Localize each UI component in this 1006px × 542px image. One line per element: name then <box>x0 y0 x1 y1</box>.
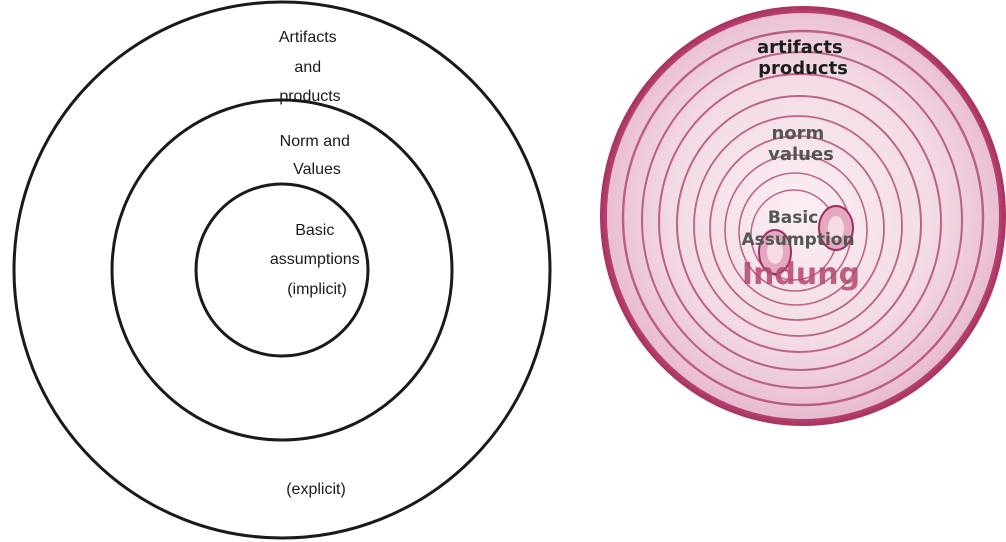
onion-flesh <box>607 13 999 419</box>
inner-ring <box>194 182 370 358</box>
onion-middle-label: norm values <box>768 123 834 165</box>
onion-rings <box>621 29 985 407</box>
onion-inner-label: Basic Assumption <box>741 208 854 250</box>
onion-watermark: Indung <box>742 257 860 292</box>
middle-layer-label: Norm and Values <box>280 133 355 178</box>
onion-core <box>758 205 854 275</box>
layers-diagram: Artifacts and products Norm and Values B… <box>12 0 552 540</box>
explicit-label: (explicit) <box>286 481 346 498</box>
middle-ring <box>110 98 454 442</box>
outer-layer-label: Artifacts and products <box>279 29 341 105</box>
onion-illustration: artifacts products norm values Basic Ass… <box>600 6 1006 426</box>
inner-layer-label: Basic assumptions (implicit) <box>270 222 364 298</box>
outer-ring <box>12 0 552 540</box>
onion-outer-label: artifacts products <box>757 37 849 79</box>
